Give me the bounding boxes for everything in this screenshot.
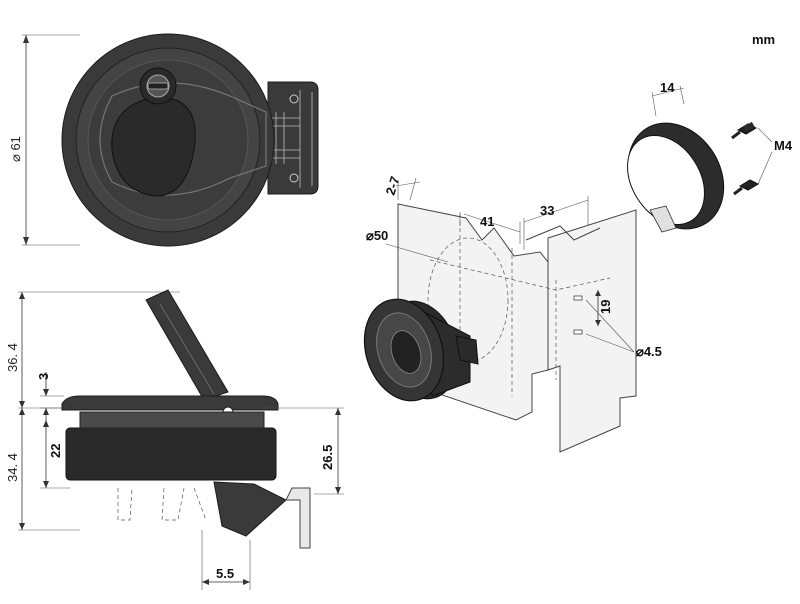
dim-19-label: 19 (598, 300, 613, 314)
raised-ring-handle (145, 289, 229, 401)
dim-26-5-label: 26.5 (320, 445, 335, 470)
dim-22-label: 22 (48, 444, 63, 458)
side-view: 36. 4 34. 4 3 22 (5, 289, 344, 590)
latch-pawl (213, 481, 287, 537)
diameter-61-label: ⌀ 61 (8, 136, 23, 162)
dim-41-label: 41 (480, 214, 494, 229)
diameter-4-5-label: ⌀4.5 (636, 344, 662, 359)
dim-2-7-label: 2-7 (383, 174, 403, 197)
isometric-view: mm 2-7 41 33 (363, 32, 793, 453)
hinge-plate (267, 81, 319, 195)
finger-recess (111, 96, 196, 197)
units-label: mm (752, 32, 775, 47)
height-36-4-label: 36. 4 (5, 343, 20, 372)
dim-33-label: 33 (540, 203, 554, 218)
m4-screws (731, 121, 773, 196)
dim-5-5-label: 5.5 (216, 566, 234, 581)
height-34-4-label: 34. 4 (5, 453, 20, 482)
retaining-ring (627, 122, 725, 233)
diameter-50-label: ⌀50 (366, 228, 388, 243)
flange (61, 395, 279, 411)
dim-3-label: 3 (36, 373, 51, 380)
top-view: ⌀ 61 (8, 33, 319, 247)
back-panel (547, 209, 637, 453)
m4-label: M4 (774, 138, 793, 153)
latch-body (65, 427, 277, 481)
dim-14-label: 14 (660, 80, 675, 95)
